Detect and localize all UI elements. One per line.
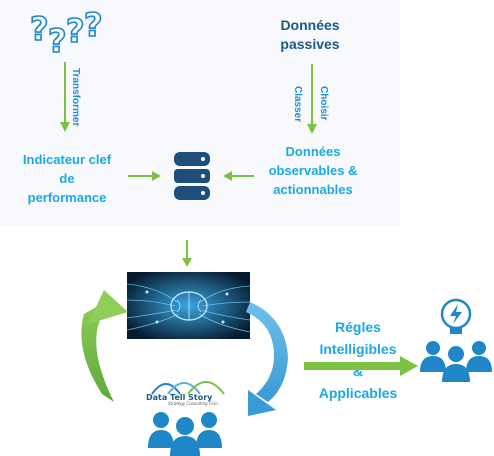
transform-label: Transformer: [70, 68, 81, 127]
arrow-down-ai: [182, 240, 192, 267]
svg-text:?: ?: [66, 12, 85, 50]
lightbulb-people-icon: [420, 298, 492, 382]
classify-label: Classer: [292, 86, 303, 123]
people-group-icon: [148, 412, 222, 456]
choose-label: Choisir: [318, 86, 329, 121]
cycle-arrow-blue: [246, 302, 288, 416]
question-marks-icon: ? ? ? ?: [29, 6, 103, 56]
arrow-down-choose: [307, 64, 317, 134]
cycle-arrow-green: [81, 290, 128, 402]
arrow-to-insight: [304, 356, 418, 376]
logo-name: Data Tell Story: [146, 393, 213, 402]
svg-text:?: ?: [84, 6, 103, 44]
database-icon: [174, 152, 210, 200]
arrow-kpi-to-db: [128, 171, 161, 181]
neural-network-brain-image: [127, 272, 250, 339]
data-tell-story-logo: Data Tell Story Strategy Consulting Firm: [146, 381, 225, 406]
svg-text:?: ?: [48, 22, 67, 56]
arrow-data-to-db: [223, 171, 254, 181]
svg-text:?: ?: [30, 10, 49, 48]
arrow-down-transform: [60, 62, 70, 132]
logo-tagline: Strategy Consulting Firm: [168, 401, 218, 406]
